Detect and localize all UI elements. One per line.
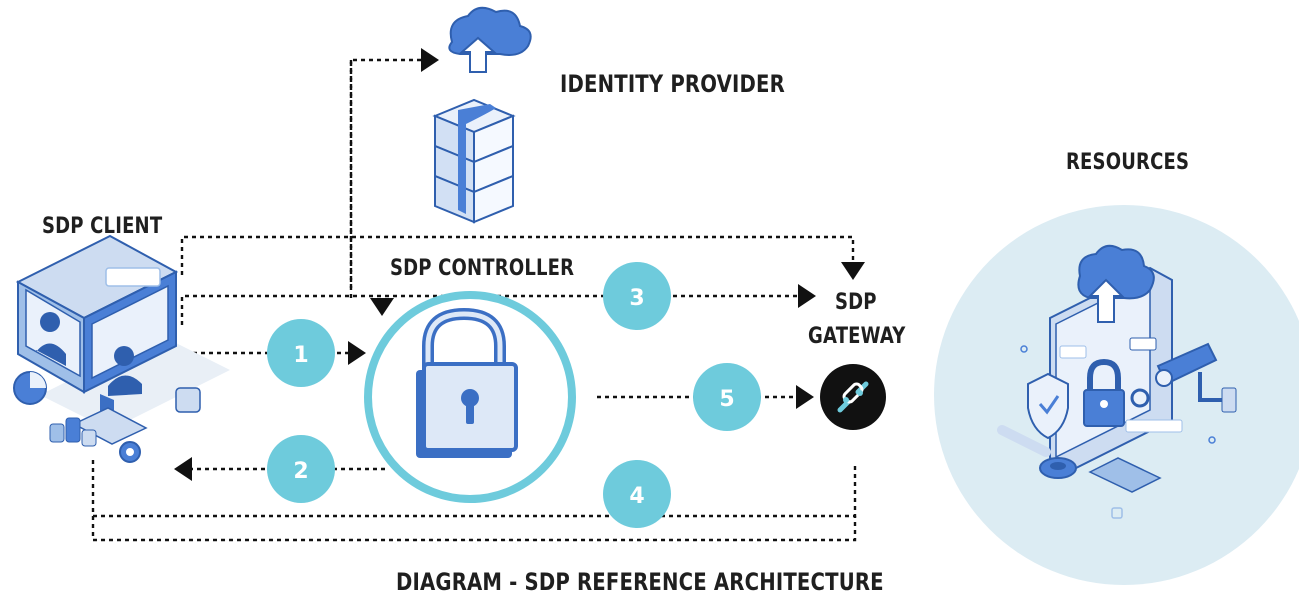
sdp-client-label: SDP CLIENT — [42, 214, 163, 239]
sdp-gateway — [820, 364, 886, 430]
cloud-upload-icon — [448, 6, 532, 73]
step-badges: 1 2 3 4 5 — [267, 262, 761, 528]
arrowhead-gateway-top — [841, 262, 865, 280]
resource-cloud-upload-icon — [1077, 244, 1155, 323]
shield-check-icon — [1027, 372, 1069, 440]
step-badge-4: 4 — [603, 460, 671, 528]
resources — [934, 205, 1299, 585]
sdp-client — [13, 234, 230, 463]
step-2-label: 2 — [293, 459, 308, 484]
sdp-controller-label: SDP CONTROLLER — [390, 256, 575, 281]
security-camera-icon — [1155, 342, 1237, 413]
connector-step4-inner — [91, 460, 857, 518]
identity-provider — [432, 6, 532, 224]
diagram-caption: DIAGRAM - SDP REFERENCE ARCHITECTURE — [396, 568, 884, 596]
server-stack-icon — [432, 98, 516, 224]
arrowhead-step5 — [796, 385, 814, 409]
arrowhead-idp — [421, 48, 439, 72]
resources-label: RESOURCES — [1066, 150, 1190, 175]
step-5-label: 5 — [719, 387, 734, 412]
step-badge-5: 5 — [693, 363, 761, 431]
key-icon — [997, 425, 1077, 479]
client-accessory-icons — [13, 349, 141, 463]
step-1-label: 1 — [293, 343, 308, 368]
connector-step3 — [180, 294, 800, 325]
step-3-label: 3 — [629, 286, 644, 311]
identity-provider-label: IDENTITY PROVIDER — [560, 70, 785, 98]
arrowhead-step3 — [798, 284, 816, 308]
sdp-controller — [364, 291, 576, 503]
arrowheads — [174, 48, 865, 481]
sdp-gateway-label-line1: SDP — [835, 290, 877, 315]
arrowhead-controller — [370, 298, 394, 316]
connector-client-to-gateway-top — [180, 235, 855, 275]
arrowhead-step2 — [174, 457, 192, 481]
step-badge-3: 3 — [603, 262, 671, 330]
padlock-icon — [416, 307, 518, 458]
step-badge-1: 1 — [267, 319, 335, 387]
step-4-label: 4 — [629, 484, 644, 509]
step-badge-2: 2 — [267, 435, 335, 503]
desktop-video-call-icon — [15, 234, 201, 445]
connector-step4-outer — [91, 516, 857, 542]
sdp-gateway-label-line2: GATEWAY — [808, 324, 906, 349]
arrowhead-step1 — [348, 341, 366, 365]
monitor-lock-camera-icon — [1049, 266, 1183, 493]
